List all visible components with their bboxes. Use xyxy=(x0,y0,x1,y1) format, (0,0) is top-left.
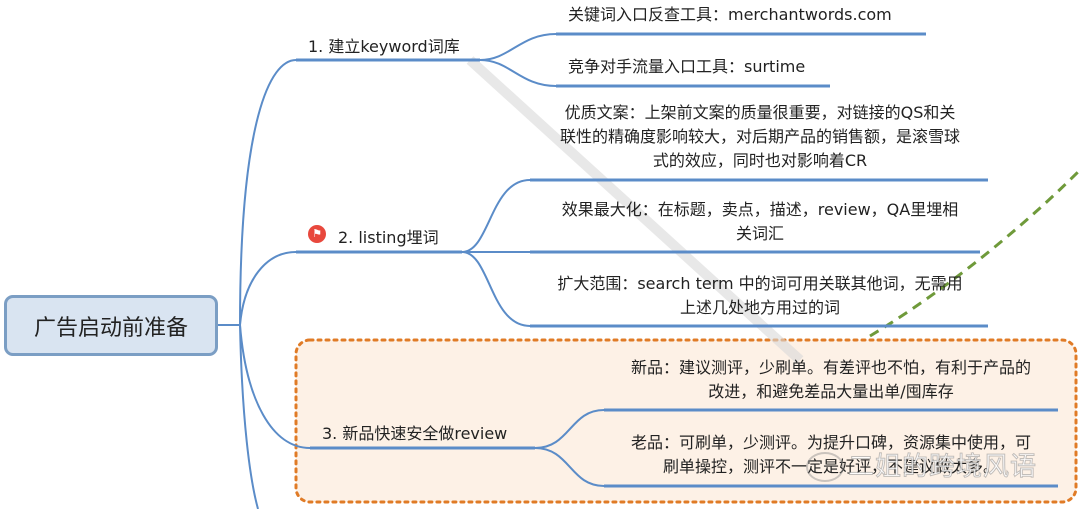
branch-3-child-1[interactable]: 新品：建议测评，少刷单。有差评也不怕，有利于产品的 改进，和避免差品大量出单/囤… xyxy=(608,356,1054,404)
leaf-line: 上述几处地方用过的词 xyxy=(679,298,840,317)
leaf-line: 效果最大化：在标题，卖点，描述，review，QA里埋相 xyxy=(561,200,959,219)
red-flag-icon: ⚑ xyxy=(308,225,326,243)
b2-to-child-3 xyxy=(461,251,531,327)
root-to-offscreen xyxy=(239,324,259,509)
root-to-branch-2 xyxy=(239,251,297,326)
wechat-icon xyxy=(806,452,844,482)
b1-to-child-2 xyxy=(479,59,557,87)
branch-1-label: 1. 建立keyword词库 xyxy=(308,37,460,56)
b2-to-child-1 xyxy=(461,179,531,253)
branch-1-child-1[interactable]: 关键词入口反查工具：merchantwords.com xyxy=(556,3,928,27)
watermark: 二姐的跨境风语 xyxy=(806,446,1076,486)
leaf-text: 关键词入口反查工具：merchantwords.com xyxy=(568,5,892,24)
review-highlight-box xyxy=(294,338,1078,504)
leaf-line: 新品：建议测评，少刷单。有差评也不怕，有利于产品的 xyxy=(630,358,1031,377)
branch-3-topic[interactable]: 3. 新品快速安全做review xyxy=(322,420,507,444)
branch-2-child-1[interactable]: 优质文案：上架前文案的质量很重要，对链接的QS和关 联性的精确度影响较大，对后期… xyxy=(538,101,982,173)
background-diagonal xyxy=(466,56,804,364)
branch-1-child-2[interactable]: 竞争对手流量入口工具：surtime xyxy=(556,55,848,79)
leaf-line: 式的效应，同时也对影响着CR xyxy=(652,151,868,170)
branch-2-child-3[interactable]: 扩大范围：search term 中的词可用关联其他词，无需用 上述几处地方用过… xyxy=(538,272,982,320)
watermark-text: 二姐的跨境风语 xyxy=(847,452,1038,483)
root-to-branch-1 xyxy=(239,59,297,326)
root-label: 广告启动前准备 xyxy=(33,315,188,341)
leaf-line: 联性的精确度影响较大，对后期产品的销售额，是滚雪球 xyxy=(559,127,960,146)
branch-3-label: 3. 新品快速安全做review xyxy=(322,424,508,443)
b1-to-child-1 xyxy=(479,33,557,61)
leaf-text: 竞争对手流量入口工具：surtime xyxy=(568,57,806,76)
dashed-relation-line xyxy=(869,168,1080,338)
branch-1-topic[interactable]: 1. 建立keyword词库 xyxy=(308,33,460,57)
branch-2-label: 2. listing埋词 xyxy=(338,228,439,247)
b3-to-child-2 xyxy=(534,447,605,487)
root-to-branch-3 xyxy=(239,324,311,449)
branch-2-child-2[interactable]: 效果最大化：在标题，卖点，描述，review，QA里埋相 关词汇 xyxy=(538,198,982,246)
leaf-line: 优质文案：上架前文案的质量很重要，对链接的QS和关 xyxy=(564,103,956,122)
leaf-line: 改进，和避免差品大量出单/囤库存 xyxy=(708,382,954,401)
leaf-line: 关词汇 xyxy=(735,224,784,243)
root-node[interactable]: 广告启动前准备 xyxy=(4,295,218,356)
leaf-line: 老品：可刷单，少测评。为提升口碑，资源集中使用，可 xyxy=(630,433,1031,452)
leaf-line: 扩大范围：search term 中的词可用关联其他词，无需用 xyxy=(557,274,963,293)
b3-to-child-1 xyxy=(534,409,605,449)
branch-2-topic[interactable]: 2. listing埋词 xyxy=(338,224,439,248)
